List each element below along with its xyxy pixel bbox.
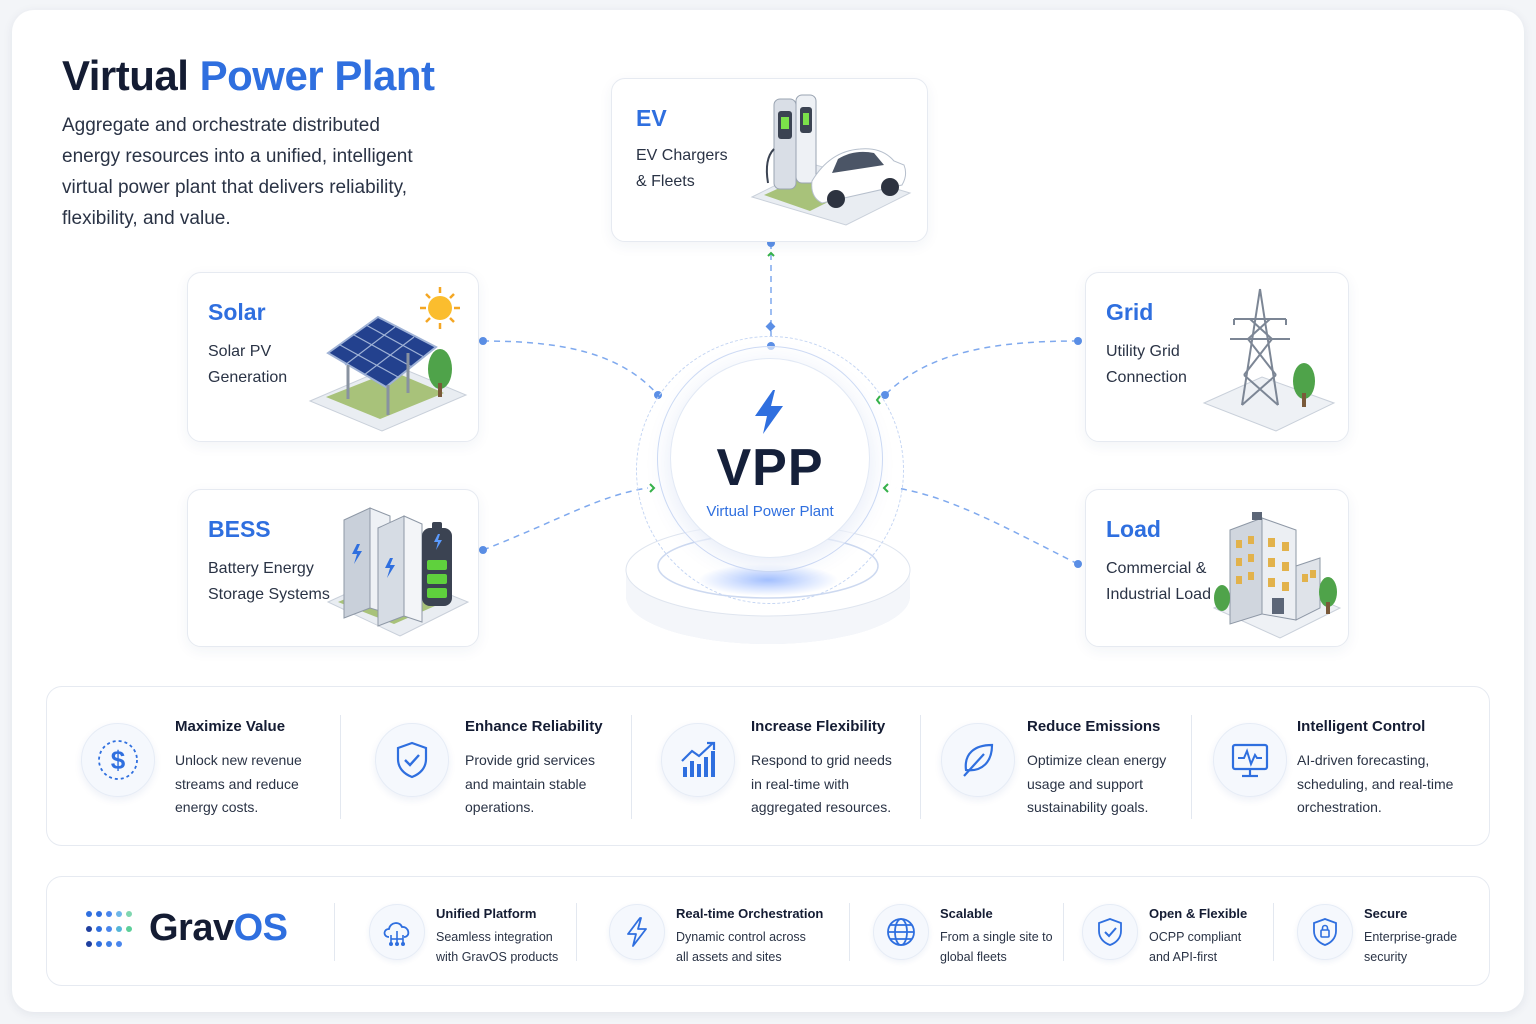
globe-icon [873, 904, 929, 960]
page-description: Aggregate and orchestrate distributed en… [62, 115, 413, 229]
grid-title: Grid [1106, 299, 1154, 325]
load-title: Load [1106, 516, 1161, 542]
divider [849, 903, 850, 961]
shield-check-icon [375, 723, 449, 797]
vpp-subtitle: Virtual Power Plant [706, 503, 834, 520]
growth-chart-icon [661, 723, 735, 797]
benefits-panel: $ Maximize Value Unlock new revenue stre… [46, 686, 1490, 846]
transmission-tower-illustration [1202, 288, 1336, 432]
lightning-bolt-icon [755, 390, 783, 434]
commercial-building-illustration [1212, 512, 1342, 639]
vpp-core [670, 358, 870, 558]
divider [631, 715, 632, 819]
page-title: Virtual Power Plant [62, 52, 435, 99]
dollar-icon: $ [81, 723, 155, 797]
ev-charger-car-illustration [750, 94, 912, 226]
vpp-orbit-ring [636, 336, 904, 604]
bess-title: BESS [208, 516, 271, 542]
divider [340, 715, 341, 819]
divider [920, 715, 921, 819]
divider [1273, 903, 1274, 961]
leaf-icon [941, 723, 1015, 797]
gravos-brand: GravOS [85, 907, 288, 950]
svg-text:$: $ [111, 745, 126, 775]
ev-title: EV [636, 105, 667, 131]
load-description: Commercial &Industrial Load [1106, 560, 1211, 603]
divider [1063, 903, 1064, 961]
divider [1191, 715, 1192, 819]
ev-description: EV Chargers& Fleets [636, 147, 728, 190]
vpp-title: VPP [716, 439, 824, 497]
monitor-pulse-icon [1213, 723, 1287, 797]
cloud-network-icon [369, 904, 425, 960]
load-card: Load Commercial &Industrial Load [1085, 489, 1349, 647]
lock-shield-icon [1297, 904, 1353, 960]
lightning-icon [609, 904, 665, 960]
divider [576, 903, 577, 961]
shield-check-icon [1082, 904, 1138, 960]
gravos-panel: GravOS Unified Platform Seamless integra… [46, 876, 1490, 986]
solar-panel-illustration [308, 287, 468, 432]
gravos-wordmark: GravOS [149, 907, 288, 949]
ev-card: EV EV Chargers& Fleets [611, 78, 928, 242]
divider [334, 903, 335, 961]
battery-storage-illustration [326, 507, 470, 637]
gravos-logo-icon [86, 910, 132, 947]
solar-title: Solar [208, 299, 266, 325]
